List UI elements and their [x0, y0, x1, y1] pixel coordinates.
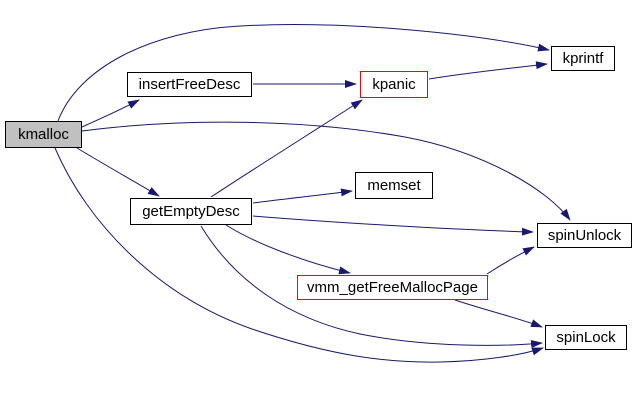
node-spinUnlock[interactable]: spinUnlock	[537, 223, 632, 248]
edge-kmalloc-to-insertFreeDesc	[81, 99, 140, 128]
edge-kmalloc-to-spinLock	[54, 147, 544, 363]
edge-getEmptyDesc-to-memset	[252, 188, 353, 204]
edge-getEmptyDesc-to-vmm_getFreeMallocPage	[225, 224, 351, 275]
node-getEmptyDesc[interactable]: getEmptyDesc	[130, 198, 252, 225]
edge-kmalloc-to-getEmptyDesc	[76, 147, 160, 197]
edge-getEmptyDesc-to-kpanic	[210, 99, 363, 198]
node-spinLock[interactable]: spinLock	[545, 325, 627, 350]
node-kprintf[interactable]: kprintf	[551, 46, 615, 71]
edge-kpanic-to-kprintf	[428, 61, 548, 80]
edge-vmm_getFreeMallocPage-to-spinUnlock	[486, 246, 535, 275]
edge-getEmptyDesc-to-spinLock	[200, 225, 543, 349]
node-kpanic[interactable]: kpanic	[360, 71, 428, 98]
edge-getEmptyDesc-to-spinUnlock	[252, 215, 534, 236]
node-vmm_getFreeMallocPage[interactable]: vmm_getFreeMallocPage	[297, 275, 488, 300]
node-memset[interactable]: memset	[355, 172, 433, 199]
node-kmalloc: kmalloc	[5, 121, 82, 148]
edge-kmalloc-to-spinUnlock	[81, 121, 571, 221]
edge-kmalloc-to-kprintf	[57, 24, 550, 122]
edge-vmm_getFreeMallocPage-to-spinLock	[454, 299, 543, 328]
node-insertFreeDesc[interactable]: insertFreeDesc	[127, 72, 252, 97]
